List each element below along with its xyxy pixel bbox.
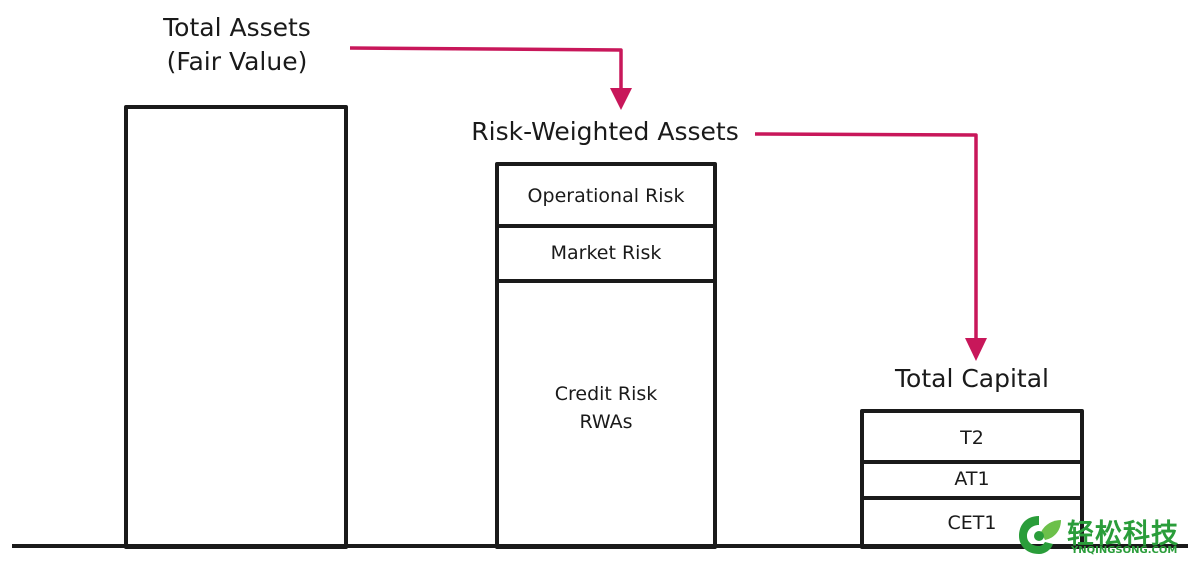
watermark-text: 轻松科技 bbox=[1067, 519, 1179, 550]
total-capital-bar bbox=[860, 409, 1084, 549]
cet1-label: CET1 bbox=[948, 512, 997, 534]
arrowhead-rwa-to-capital bbox=[965, 338, 987, 361]
arrow-rwa-to-capital bbox=[754, 132, 978, 340]
market-risk-label: Market Risk bbox=[551, 242, 662, 264]
total-capital-label: Total Capital bbox=[894, 364, 1049, 393]
t2-label: T2 bbox=[959, 427, 984, 449]
watermark-logo: 轻松科技 YNQINGSONG.COM bbox=[1013, 512, 1193, 558]
leaf-logo-icon bbox=[1019, 516, 1061, 554]
credit-risk-label-line1: Credit Risk bbox=[555, 383, 658, 405]
total-assets-label-line2: (Fair Value) bbox=[167, 47, 308, 76]
rwa-label: Risk-Weighted Assets bbox=[471, 117, 738, 146]
rwa-bar bbox=[495, 162, 717, 549]
arrowhead-assets-to-rwa bbox=[610, 88, 632, 110]
total-assets-label-line1: Total Assets bbox=[162, 13, 311, 42]
at1-label: AT1 bbox=[954, 468, 989, 490]
arrow-assets-to-rwa bbox=[349, 46, 623, 90]
operational-risk-label: Operational Risk bbox=[528, 185, 685, 207]
total-assets-bar bbox=[124, 105, 348, 549]
watermark-subtext: YNQINGSONG.COM bbox=[1071, 545, 1178, 556]
credit-risk-label-line2: RWAs bbox=[579, 411, 632, 433]
